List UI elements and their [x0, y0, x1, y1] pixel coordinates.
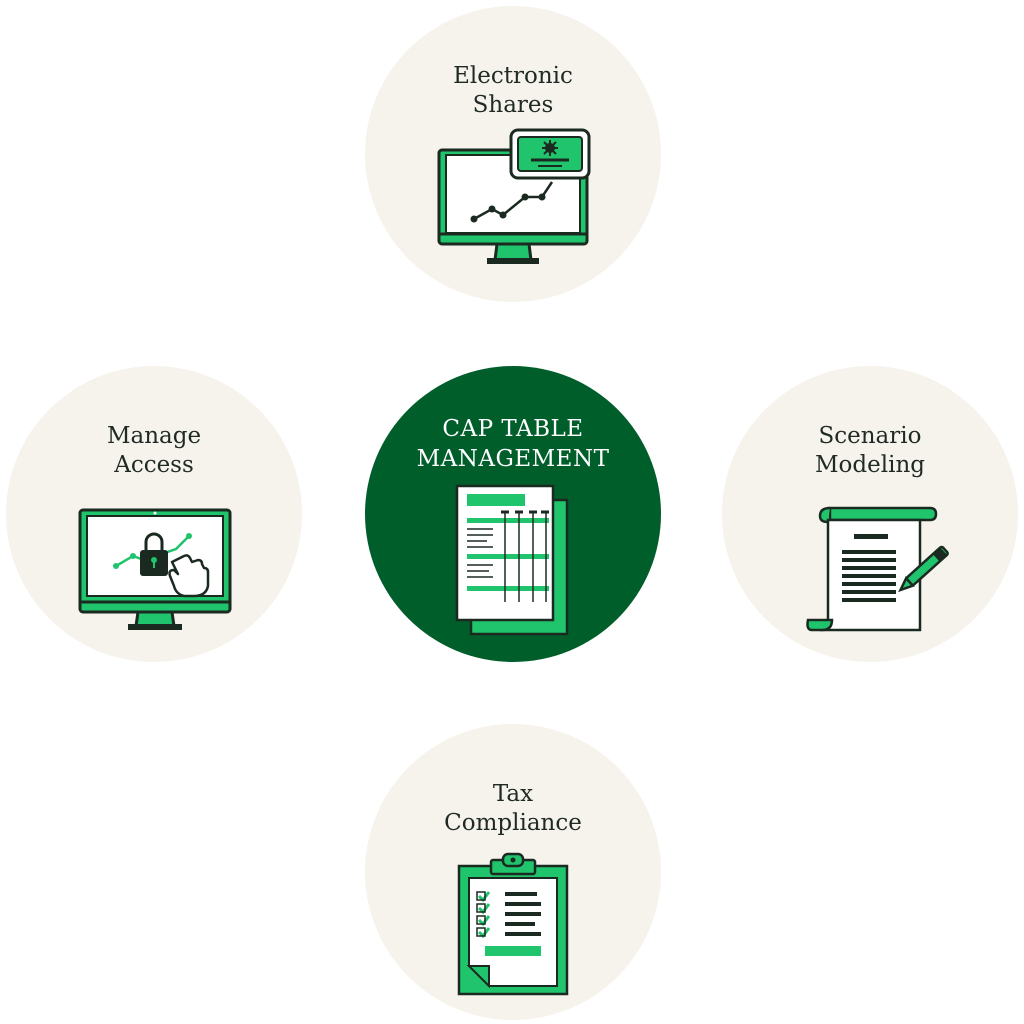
node-label-electronic-shares: Electronic Shares	[453, 63, 573, 118]
node-label-manage-access: Manage Access	[106, 423, 202, 478]
node-label-tax-compliance: Tax Compliance	[444, 781, 582, 836]
node-electronic-shares: Electronic Shares	[365, 6, 661, 302]
scroll-pen-icon	[806, 506, 949, 632]
node-label-scenario-modeling: Scenario Modeling	[815, 423, 925, 478]
node-cap-table-management: CAP TABLE MANAGEMENT	[365, 366, 661, 662]
node-tax-compliance: Tax Compliance	[365, 724, 661, 1020]
monitor-chart-certificate-icon	[437, 128, 591, 264]
monitor-lock-hand-icon	[78, 508, 232, 630]
node-manage-access: Manage Access	[6, 366, 302, 662]
center-title: CAP TABLE MANAGEMENT	[416, 416, 610, 472]
cap-table-document-icon	[455, 484, 569, 636]
clipboard-checklist-icon	[457, 852, 569, 996]
node-scenario-modeling: Scenario Modeling	[722, 366, 1018, 662]
